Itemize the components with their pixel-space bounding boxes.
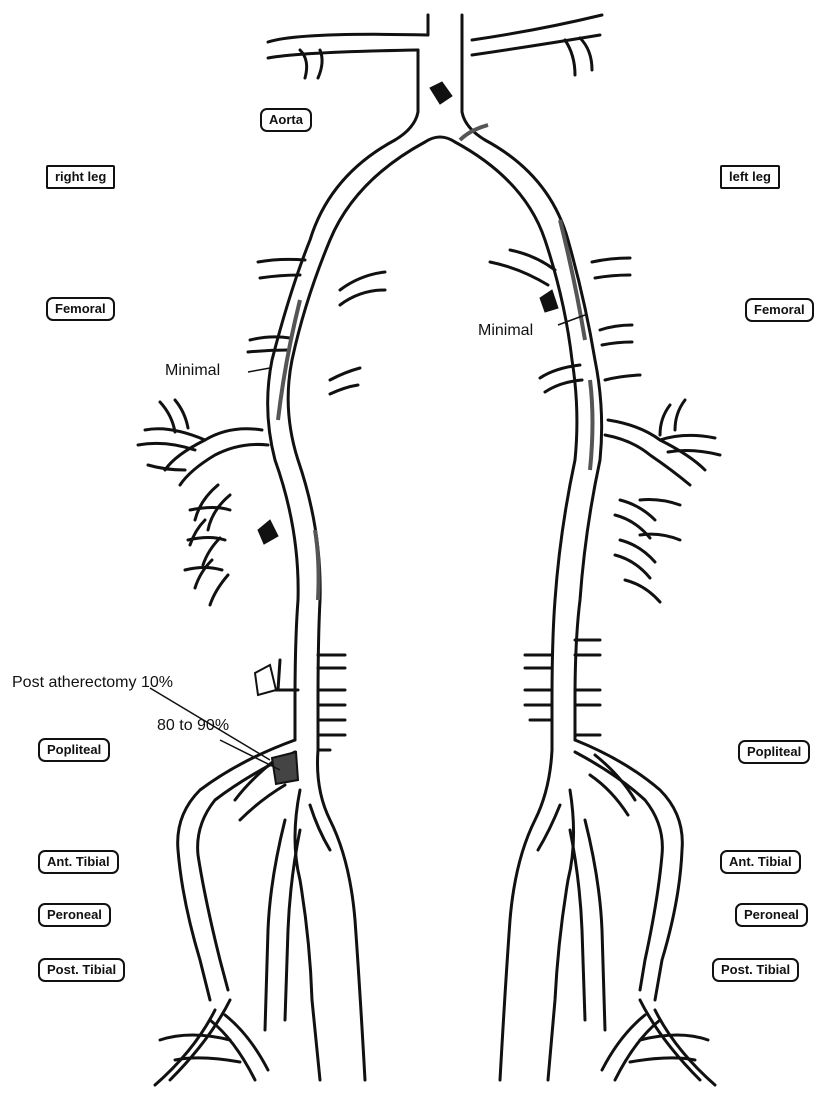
minimal-left-annotation: Minimal	[478, 322, 533, 340]
stenosis-annotation: 80 to 90%	[157, 717, 229, 735]
arrow-icon	[430, 82, 452, 104]
aortic-arch-branches	[268, 15, 602, 78]
popliteal-right-label: Popliteal	[38, 738, 110, 762]
left-leg-label: left leg	[720, 165, 780, 189]
minimal-right-annotation: Minimal	[165, 362, 220, 380]
right-leg-artery	[138, 140, 425, 750]
ant-tibial-right-label: Ant. Tibial	[38, 850, 119, 874]
arrow-icon	[255, 665, 276, 695]
femoral-right-label: Femoral	[46, 297, 115, 321]
arrow-icon	[540, 290, 558, 312]
left-leg-artery	[455, 140, 720, 750]
post-atherectomy-annotation: Post atherectomy 10%	[12, 674, 173, 692]
peroneal-right-label: Peroneal	[38, 903, 111, 927]
plaque-shading	[278, 125, 593, 600]
femoral-left-label: Femoral	[745, 298, 814, 322]
peroneal-left-label: Peroneal	[735, 903, 808, 927]
right-tibial-arteries	[155, 740, 365, 1085]
aorta-label: Aorta	[260, 108, 312, 132]
post-tibial-left-label: Post. Tibial	[712, 958, 799, 982]
ant-tibial-left-label: Ant. Tibial	[720, 850, 801, 874]
arrow-icon	[258, 520, 278, 544]
right-leg-label: right leg	[46, 165, 115, 189]
popliteal-left-label: Popliteal	[738, 740, 810, 764]
post-tibial-right-label: Post. Tibial	[38, 958, 125, 982]
arrow-markers	[255, 82, 558, 695]
left-tibial-arteries	[500, 740, 715, 1085]
